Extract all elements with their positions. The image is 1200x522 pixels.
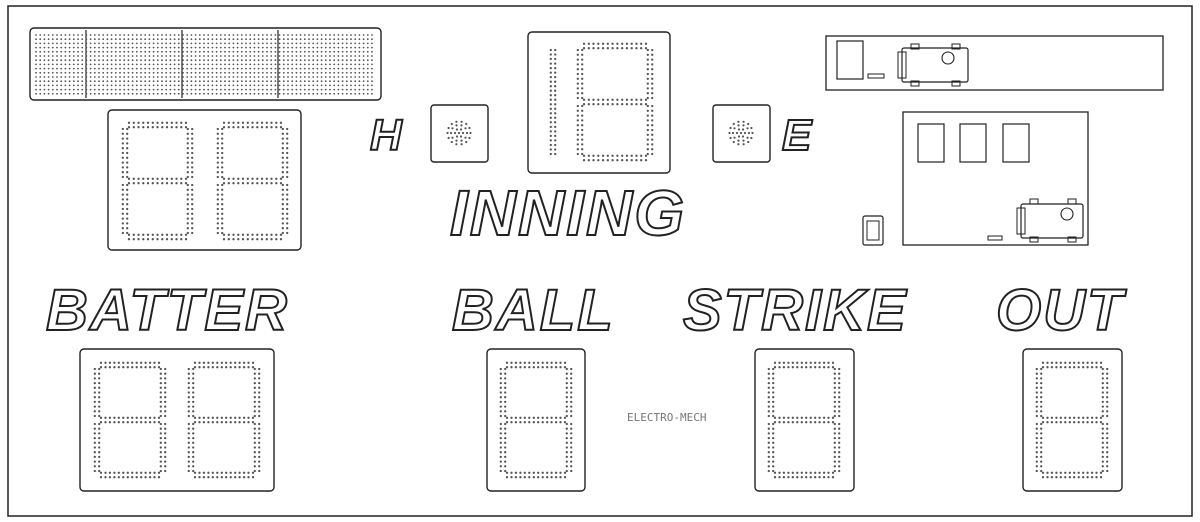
controller-box-main	[902, 111, 1089, 246]
controller-box-top	[825, 35, 1164, 91]
team-name-matrix-panel	[29, 27, 382, 101]
inning-label: INNING	[449, 177, 686, 249]
batter-digits	[93, 361, 261, 479]
strike-digit	[767, 361, 841, 479]
batter-digit-2	[187, 361, 261, 479]
error-indicator-lamp	[712, 104, 771, 163]
out-digits	[1035, 361, 1109, 479]
power-switch	[862, 215, 884, 246]
home-hits-digits	[121, 121, 289, 241]
batter-digit-1	[93, 361, 167, 479]
out-digit	[1035, 361, 1109, 479]
ball-digit	[499, 361, 573, 479]
batter-label: BATTER	[45, 278, 289, 343]
inning-digit-units	[576, 42, 654, 162]
ball-label: BALL	[451, 278, 615, 343]
home-hit-label: H	[369, 111, 404, 160]
inning-digit-tens	[549, 48, 557, 156]
home-hits-digit-1	[121, 121, 194, 241]
manufacturer-logo: ELECTRO-MECH	[627, 411, 707, 424]
scoreboard-frame	[7, 5, 1193, 517]
matrix-dot-grid	[35, 34, 373, 95]
home-hits-digit-2	[216, 121, 289, 241]
strike-digits	[767, 361, 841, 479]
batter-display-panel	[79, 348, 275, 492]
error-label: E	[781, 111, 814, 160]
out-display-panel	[1022, 348, 1123, 492]
ball-digits	[499, 361, 573, 479]
inning-display-panel	[527, 31, 671, 174]
ball-display-panel	[486, 348, 586, 492]
out-label: OUT	[995, 278, 1125, 343]
strike-label: STRIKE	[682, 278, 908, 343]
home-hits-display-panel	[107, 109, 302, 251]
inning-digits	[549, 42, 654, 162]
hit-indicator-lamp	[430, 104, 489, 163]
strike-display-panel	[754, 348, 855, 492]
